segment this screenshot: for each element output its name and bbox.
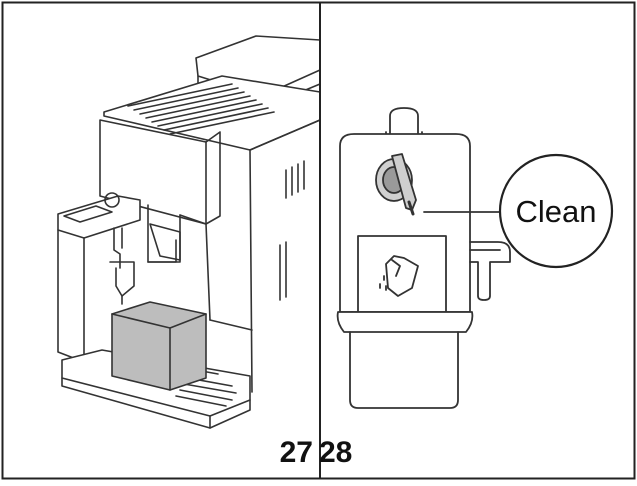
milk-carafe-illustration — [57, 192, 141, 363]
panel-27 — [57, 35, 321, 429]
figure-number-28: 28 — [319, 436, 352, 469]
froth-adjustment-knob — [375, 153, 417, 216]
carafe-lid-illustration — [339, 133, 511, 313]
clean-callout-circle — [498, 153, 614, 269]
carafe-jug-illustration — [336, 311, 474, 409]
figure-number-27: 27 — [280, 436, 313, 469]
clean-callout-label: Clean — [516, 194, 597, 229]
cleaning-pictogram — [351, 235, 447, 317]
panel-28 — [336, 107, 614, 409]
milk-container-illustration — [111, 301, 207, 391]
